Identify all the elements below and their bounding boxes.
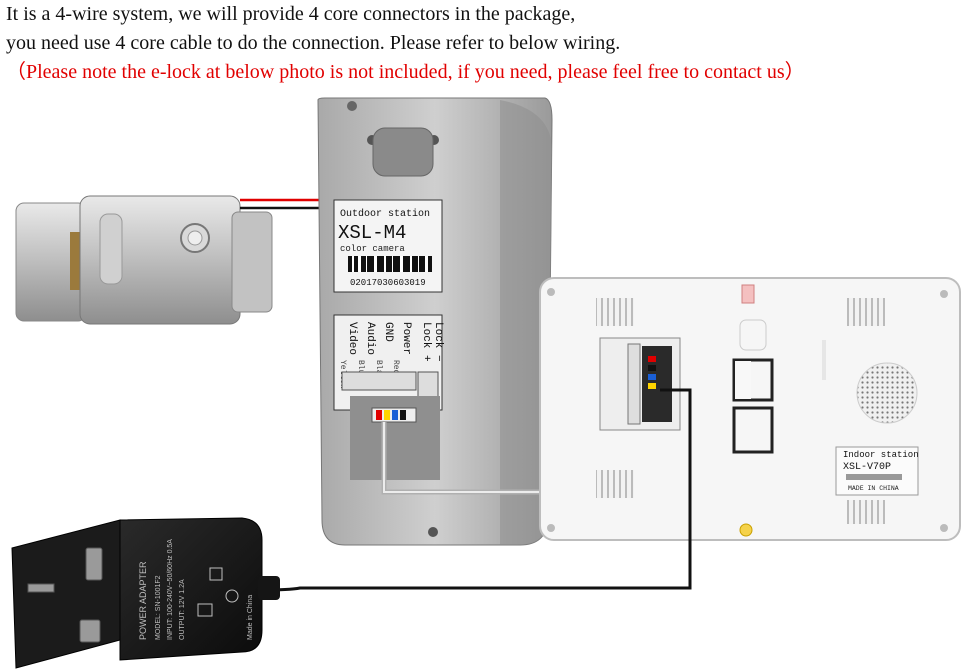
terminal-video: Video (346, 322, 358, 355)
electric-lock (15, 195, 273, 325)
wire-color-red: Red (391, 360, 400, 375)
caption-line-1: It is a 4-wire system, we will provide 4… (6, 3, 576, 25)
adapter-model: MODEL: SN-1001F2 (155, 575, 162, 640)
terminal-gnd: GND (382, 322, 394, 342)
outdoor-serial: 02017030603019 (350, 278, 426, 288)
outdoor-label-header: Outdoor station (340, 208, 430, 220)
terminal-lock-minus: Lock − (432, 322, 444, 362)
indoor-label-header: Indoor station (843, 450, 919, 460)
wire-color-blue: Blue (356, 360, 365, 379)
indoor-made-in: MADE IN CHINA (848, 485, 899, 492)
outdoor-model: XSL-M4 (338, 222, 406, 244)
power-adapter: POWER ADAPTER MODEL: SN-1001F2 INPUT: 10… (11, 517, 280, 669)
outdoor-sub: color camera (340, 244, 405, 254)
terminal-lock-plus: Lock + (420, 322, 432, 362)
adapter-made-in: Made in China (247, 595, 254, 640)
outdoor-station: Outdoor station XSL-M4 color camera 0201… (317, 97, 553, 546)
adapter-output: OUTPUT: 12V 1.2A (179, 579, 186, 640)
caption-notice: （Please note the e-lock at below photo i… (6, 61, 805, 83)
adapter-brand: POWER ADAPTER (138, 561, 148, 640)
terminal-power: Power (400, 322, 412, 355)
indoor-model: XSL-V70P (843, 462, 891, 473)
indoor-station: Indoor station XSL-V70P MADE IN CHINA (539, 277, 961, 541)
terminal-audio: Audio (364, 322, 376, 355)
adapter-input: INPUT: 100-240V~50/60Hz 0.5A (167, 539, 174, 640)
caption-line-2: you need use 4 core cable to do the conn… (6, 32, 621, 54)
